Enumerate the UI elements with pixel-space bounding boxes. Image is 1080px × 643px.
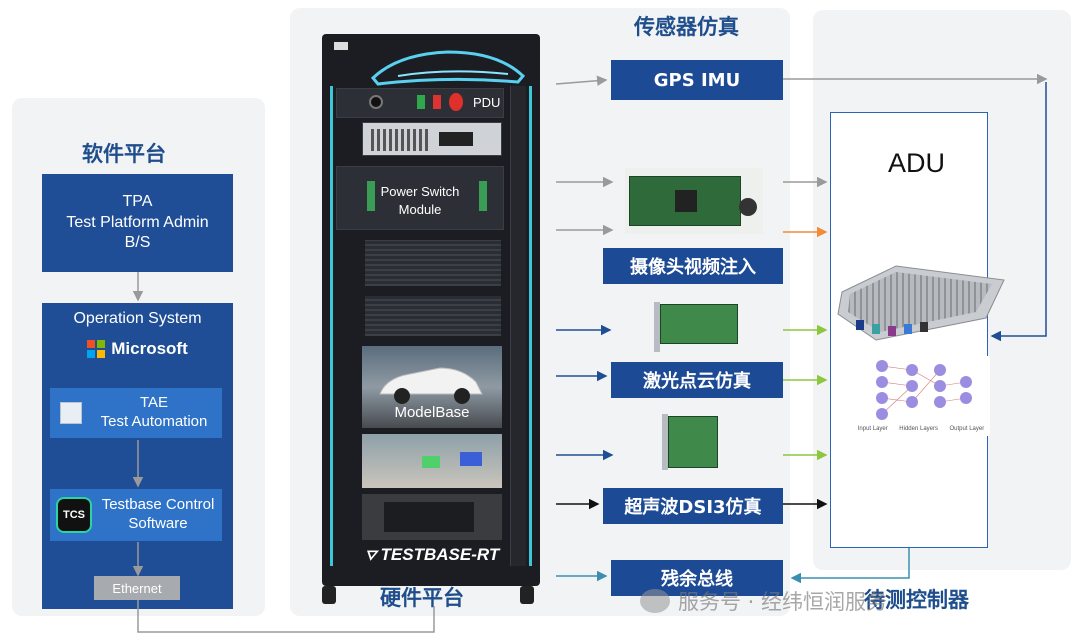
rack-vent-1 [365,240,501,286]
automation-icon [60,402,82,424]
tae-box: TAE Test Automation [50,388,222,438]
watermark-text: 服务号 · 经纬恒润服务 [678,590,888,614]
ultrasonic-card [656,412,722,472]
camera-board-chip [675,190,697,212]
tcs-logo-icon: TCS [56,497,92,533]
os-title: Operation System [73,310,202,327]
tcs-line-1: Testbase Control [101,496,215,513]
microsoft-windows-icon [87,339,106,358]
emergency-stop-icon [449,93,463,111]
tae-text: TAE Test Automation [86,394,222,432]
dut-title: 待测控制器 [864,588,969,612]
nn-layer-labels: Input Layer Hidden Layers Output Layer [852,426,990,432]
power-supply-unit [362,122,502,156]
power-switch-line-1: Power Switch [380,184,460,199]
testbase-brand-text: TESTBASE-RT [380,545,500,564]
scene-screen [362,434,502,488]
tae-line-1: TAE [139,394,169,411]
residual-bus-block: 残余总线 [611,560,783,596]
power-supply-display [439,132,473,146]
microsoft-logo: Microsoft [87,338,188,360]
neural-network-icon [876,360,972,420]
adu-title: ADU [888,148,946,178]
compute-unit-case [384,502,474,532]
modelbase-label: ModelBase [394,404,470,421]
adu-device-icon [837,265,1005,341]
compute-unit [362,494,502,540]
car-silhouette-icon [370,50,526,86]
nn-hidden-label: Hidden Layers [899,426,938,432]
modelbase-screen: ModelBase [362,346,502,428]
pdu-green-button-icon [417,95,425,109]
lidar-card-board [660,304,738,344]
ethernet-badge: Ethernet [94,576,180,600]
tpa-line-3: B/S [124,234,151,252]
pdu-red-button-icon [433,95,441,109]
scene-car-blue-icon [460,452,482,466]
ultrasonic-card-board [668,416,718,468]
power-switch-module: Power Switch Module [336,166,504,230]
power-supply-grille [371,129,431,151]
pdu-unit: PDU [336,88,504,118]
rack-strip-right [529,86,532,566]
rack-strip-left [330,86,333,566]
power-switch-label: Power Switch Module [337,183,503,218]
tcs-text: Testbase Control Software [94,496,222,534]
power-switch-line-2: Module [398,201,442,217]
pdu-switch-icon [369,95,383,109]
hardware-platform-title: 硬件平台 [380,586,464,610]
tpa-box: TPA Test Platform Admin B/S [42,174,233,272]
scene-car-green-icon [422,456,440,468]
lidar-card-bracket [654,302,660,352]
car-model-icon [379,367,483,404]
lidar-card [646,298,742,354]
power-switch-led-left [367,181,375,211]
power-switch-led-right [479,181,487,211]
microsoft-text: Microsoft [111,338,188,358]
tpa-line-2: Test Platform Admin [66,213,209,231]
pdu-label: PDU [473,95,501,110]
tae-line-2: Test Automation [100,412,208,430]
nn-input-label: Input Layer [857,426,888,432]
tcs-line-2: Software [128,514,188,532]
software-platform-title: 软件平台 [82,142,166,166]
rack-logo-icon [334,42,348,50]
adu-device [836,262,1006,344]
rack-wheel-left [322,586,336,604]
tpa-line-1: TPA [122,192,153,210]
ultrasonic-sim-block: 超声波DSI3仿真 [603,488,783,524]
rack-wheel-right [520,586,534,604]
tcs-box: TCS Testbase Control Software [50,489,222,541]
gps-imu-block: GPS IMU [611,60,783,100]
neural-network-diagram: Input Layer Hidden Layers Output Layer [852,356,990,436]
lidar-sim-block: 激光点云仿真 [611,362,783,398]
sensor-sim-title: 传感器仿真 [634,15,739,39]
rack-vent-2 [365,296,501,336]
watermark: 服务号 · 经纬恒润服务 [640,586,887,616]
wechat-icon [640,589,670,613]
brand-logo-icon: ⛛ [364,546,377,563]
nn-output-label: Output Layer [949,426,985,432]
camera-connector-icon [739,198,757,216]
ultrasonic-card-bracket [662,414,668,470]
rack-side-panel [510,86,526,566]
camera-injection-block: 摄像头视频注入 [603,248,783,284]
camera-board-frame [625,168,763,234]
testbase-brand: ⛛ TESTBASE-RT [362,544,502,566]
